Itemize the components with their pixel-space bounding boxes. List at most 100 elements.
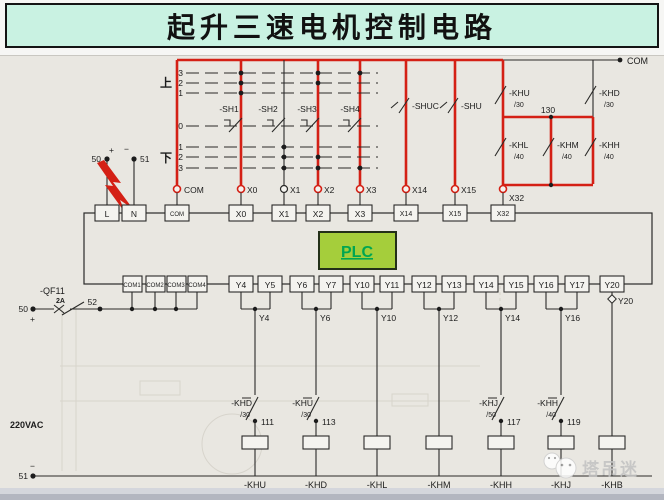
row-dn1: 1 [178, 142, 183, 152]
bus-com-label: COM [627, 56, 648, 66]
row-zero: 0 [178, 121, 183, 131]
title-bar: 起升三速电机控制电路 [5, 3, 659, 48]
fb-khl-label: -KHL [509, 140, 529, 150]
terminal-com-label: COM [184, 185, 204, 195]
input-column-wires [175, 60, 457, 186]
power-minus-sign: − [124, 144, 129, 154]
wire-y12-label: Y12 [443, 313, 458, 323]
wire-y16-label: Y16 [565, 313, 580, 323]
contact-closure-dots [238, 70, 363, 171]
interlock-khh-label: -KHH [537, 398, 558, 408]
interlock-khj-ref: /50 [486, 412, 496, 419]
plc-in-n: N [131, 209, 137, 219]
plc-in-x15: X15 [449, 211, 462, 218]
fb-khd-label: -KHD [599, 88, 620, 98]
feedback-contact-symbols [494, 85, 597, 157]
plc-out-y4: Y4 [236, 280, 247, 290]
field-terminals: COM X0 X1 X2 X3 X14 X15 X32 [172, 184, 524, 205]
terminal-x3-label: X3 [366, 185, 377, 195]
row-up1: 1 [178, 88, 183, 98]
plc-out-y12: Y12 [416, 280, 431, 290]
coil-khj-label: -KHJ [551, 480, 571, 489]
bottom-strip-light [0, 488, 664, 494]
feedback-network: -KHU /30 -KHD /30 130 -KHL /40 -KHM /40 … [494, 60, 620, 188]
plc-out-y13: Y13 [446, 280, 461, 290]
coil-khb-label: -KHB [601, 480, 623, 489]
power-50-label: 50 [92, 154, 102, 164]
terminal-x32-label: X32 [509, 193, 524, 203]
plc-in-x1: X1 [279, 209, 290, 219]
interlock-khh-ref: /40 [546, 412, 556, 419]
fb-khu-ref: /30 [514, 102, 524, 109]
plc-green-box [318, 231, 397, 270]
plc-out-com1: COM1 [123, 283, 141, 289]
plc-out-com3: COM3 [167, 283, 185, 289]
supply-voltage-label: 220VAC [10, 420, 44, 430]
limit-shu-label: -SHU [461, 101, 482, 111]
schematic-svg: COM 上 下 3 2 1 0 1 2 [10, 56, 653, 489]
power-51-label: 51 [140, 154, 150, 164]
fb-khd-ref: /30 [604, 102, 614, 109]
terminal-x15-label: X15 [461, 185, 476, 195]
node-117-label: 117 [507, 417, 521, 427]
lightning-arrow-icon [97, 160, 133, 214]
fb-khm-label: -KHM [557, 140, 579, 150]
plc-input-terminals: L N COM X0 X1 X2 X3 X14 X15 X32 [94, 204, 516, 222]
plc-out-y5: Y5 [265, 280, 276, 290]
master-controller-table: 上 下 3 2 1 0 1 2 3 -SH1 -SH2 -SH3 -SH4 [160, 68, 378, 173]
plc-in-x0: X0 [236, 209, 247, 219]
watermark: 塔吊迷 [543, 452, 637, 479]
output-wiring: Y4 Y6 Y10 Y12 Y14 Y16 Y20 [240, 292, 633, 436]
sh-contact-symbols [224, 117, 362, 133]
wire-y14-label: Y14 [505, 313, 520, 323]
plc-power-feed: 50 + 51 − [92, 144, 150, 214]
row-up2: 2 [178, 78, 183, 88]
plc-in-com: COM [170, 212, 184, 218]
switch-sh1-label: -SH1 [219, 104, 239, 114]
switch-sh2-label: -SH2 [258, 104, 278, 114]
node-113-label: 113 [322, 417, 336, 427]
circuit-diagram: COM 上 下 3 2 1 0 1 2 [0, 55, 664, 489]
coil-khu-label: -KHU [244, 480, 266, 489]
plc-out-y10: Y10 [354, 280, 369, 290]
breaker-50-label: 50 [19, 304, 29, 314]
terminal-x2-label: X2 [324, 185, 335, 195]
plc-in-x14: X14 [400, 211, 413, 218]
breaker-circuit: -QF11 2A 50 + 52 [19, 286, 198, 324]
fb-khu-label: -KHU [509, 88, 530, 98]
interlock-khd-label: -KHD [231, 398, 252, 408]
supply-minus-sign: − [30, 461, 35, 471]
plc-out-y20: Y20 [604, 280, 619, 290]
limit-switches: -SHUC -SHU [390, 97, 482, 114]
row-dn2: 2 [178, 152, 183, 162]
wire-y20-label: Y20 [618, 296, 633, 306]
plc-out-com2: COM2 [146, 283, 164, 289]
interlock-khd-ref: /30 [240, 412, 250, 419]
fb-khh-label: -KHH [599, 140, 620, 150]
interlock-contacts: -KHD /30 111 -KHU /30 113 -KHJ /50 117 -… [231, 396, 581, 436]
node-111-label: 111 [261, 417, 274, 427]
supply-51-label: 51 [19, 471, 29, 481]
plc-out-y7: Y7 [326, 280, 337, 290]
plc-body: PLC [83, 212, 653, 285]
plc-out-y14: Y14 [478, 280, 493, 290]
plc-out-y11: Y11 [385, 280, 400, 290]
interlock-khj-label: -KHJ [479, 398, 498, 408]
row-dn3: 3 [178, 163, 183, 173]
plc-in-x3: X3 [355, 209, 366, 219]
fb-khh-ref: /40 [604, 154, 614, 161]
terminal-x0-label: X0 [247, 185, 258, 195]
relay-coils: 51 − 220VAC -KHU -KHD -KHL -KHM -KHH -KH… [10, 420, 652, 489]
node-119-label: 119 [567, 417, 581, 427]
breaker-plus-sign: + [30, 314, 35, 324]
fb-khl-ref: /40 [514, 154, 524, 161]
plc-output-terminals: COM1 COM2 COM3 COM4 Y4 Y5 Y6 Y7 Y10 Y11 … [122, 275, 625, 293]
plc-in-l: L [105, 209, 110, 219]
row-up3: 3 [178, 68, 183, 78]
coil-khh-label: -KHH [490, 480, 512, 489]
plc-out-y17: Y17 [569, 280, 584, 290]
plc-out-y16: Y16 [538, 280, 553, 290]
plc-out-y15: Y15 [508, 280, 523, 290]
breaker-rating: 2A [56, 298, 65, 305]
